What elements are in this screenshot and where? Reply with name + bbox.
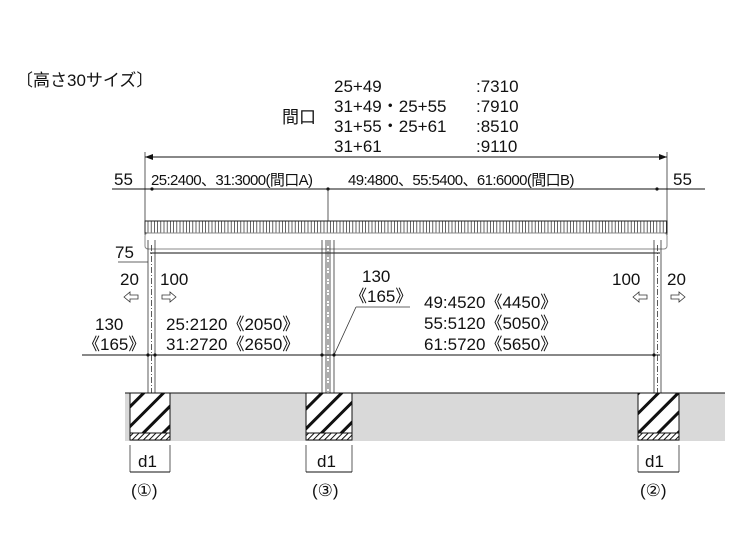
inner-span-a: 25:2120《2050》 (166, 315, 299, 334)
width-value: :7910 (476, 97, 519, 116)
arrow-left-icon (123, 291, 139, 303)
footing-width-label: d1 (317, 452, 336, 471)
footing-id: (③) (312, 481, 339, 500)
mid-post-dim: 130 (362, 267, 390, 286)
arrow-right-icon (670, 291, 686, 303)
left-post-dim: 130 (95, 315, 123, 334)
width-label: 間口 (282, 108, 316, 127)
dim-75: 75 (115, 243, 134, 262)
right-outward-dim: 20 (667, 270, 686, 289)
mid-post-dim-alt: 《165》 (350, 287, 412, 306)
width-combo: 31+55・25+61 (334, 117, 447, 136)
left-inward-dim: 100 (160, 270, 188, 289)
inner-span-b: 55:5120《5050》 (424, 314, 557, 333)
span-a-dim: 25:2400、31:3000(間口A) (151, 172, 313, 189)
right-inward-dim: 100 (612, 270, 640, 289)
inner-span-a: 31:2720《2650》 (166, 335, 299, 354)
width-value: :8510 (476, 117, 519, 136)
left-overhang-dim: 55 (114, 170, 133, 189)
footing-width-label: d1 (645, 452, 664, 471)
arrow-left-icon (632, 291, 648, 303)
width-value: :7310 (476, 77, 519, 96)
footing-3: d1 (③) (305, 392, 353, 500)
width-combo: 31+49・25+55 (334, 97, 447, 116)
width-table: 25+49 31+49・25+55 31+55・25+61 31+61 :731… (334, 77, 519, 156)
footing-width-label: d1 (138, 452, 157, 471)
inner-span-b: 49:4520《4450》 (424, 293, 557, 312)
roof-panel (144, 220, 668, 250)
right-overhang-dim: 55 (673, 170, 692, 189)
left-post-dim-alt: 《165》 (83, 335, 145, 354)
footing-id: (①) (131, 481, 158, 500)
span-b-dim: 49:4800、55:5400、61:6000(間口B) (348, 172, 574, 189)
inner-span-b: 61:5720《5650》 (424, 335, 557, 354)
ground (125, 393, 725, 441)
footing-id: (②) (640, 481, 667, 500)
arrow-right-icon (161, 291, 177, 303)
footing-2: d1 (②) (637, 392, 680, 500)
width-value: :9110 (476, 137, 517, 156)
footing-1: d1 (①) (129, 392, 171, 500)
width-combo: 25+49 (334, 77, 382, 96)
width-combo: 31+61 (334, 137, 382, 156)
left-outward-dim: 20 (120, 270, 139, 289)
diagram-title: 〔高さ30サイズ〕 (16, 71, 153, 90)
